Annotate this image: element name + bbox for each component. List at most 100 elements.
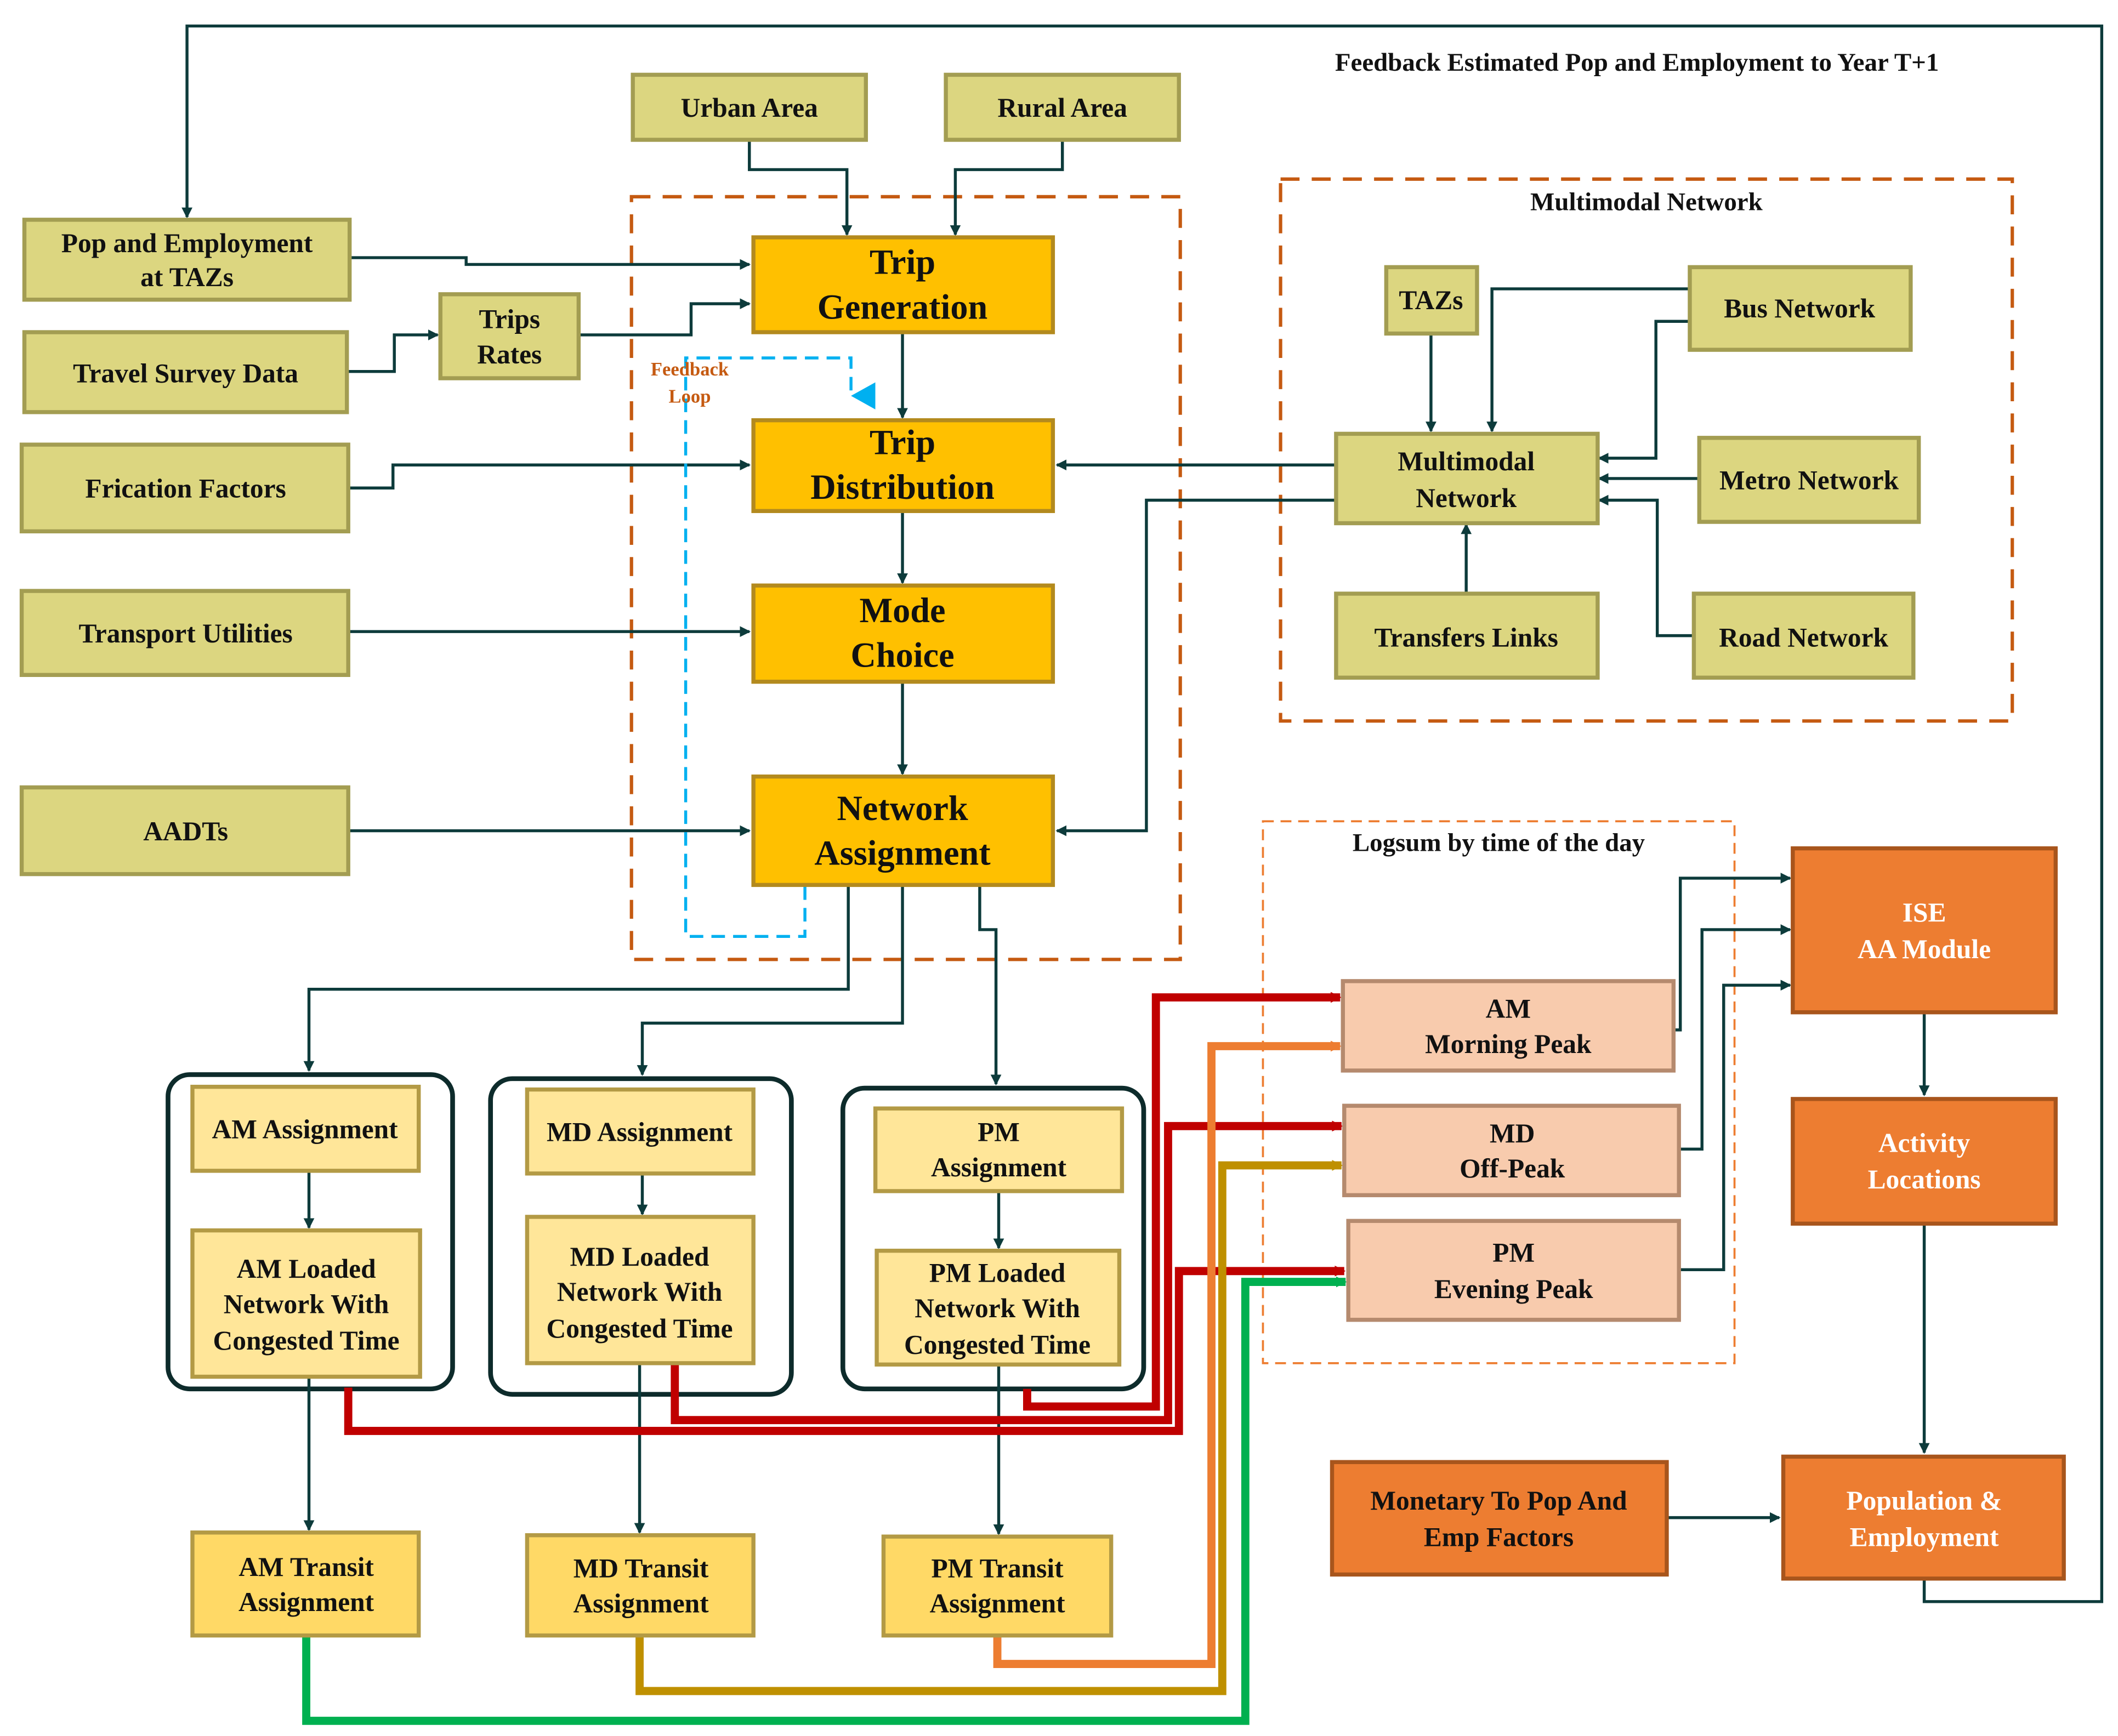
travel-survey-box: Travel Survey Data: [22, 330, 349, 414]
pm-peak-label-1: PM: [1492, 1237, 1535, 1267]
am-loaded-label-2: Network With: [224, 1289, 389, 1319]
frication-factors-label: Frication Factors: [85, 474, 286, 504]
pop-employment-label-2: at TAZs: [140, 262, 234, 292]
md-peak-label-2: Off-Peak: [1460, 1153, 1565, 1183]
transfers-links-box: Transfers Links: [1334, 591, 1600, 680]
md-transit-label-1: MD Transit: [573, 1553, 709, 1583]
pm-assignment-label-1: PM: [978, 1117, 1020, 1147]
monetary-factors-box: Monetary To Pop And Emp Factors: [1330, 1460, 1669, 1577]
road-network-label: Road Network: [1719, 622, 1888, 652]
pm-loaded-label-1: PM Loaded: [929, 1258, 1066, 1288]
pm-assignment-group: [840, 1085, 1146, 1392]
mode-choice-label-1: Mode: [860, 591, 946, 630]
ise-module-box: ISE AA Module: [1791, 846, 2058, 1015]
network-assignment-box: Network Assignment: [751, 774, 1055, 887]
mode-choice-box: Mode Choice: [751, 583, 1055, 684]
ise-module-label-1: ISE: [1903, 897, 1946, 927]
am-transit-box: AM Transit Assignment: [190, 1530, 421, 1638]
trips-rates-label-1: Trips: [479, 304, 540, 334]
pm-transit-label-1: PM Transit: [931, 1553, 1064, 1583]
tazs-box: TAZs: [1384, 265, 1479, 336]
ise-module-label-2: AA Module: [1858, 934, 1991, 964]
multimodal-network-box: Multimodal Network: [1334, 431, 1600, 526]
trips-rates-label-2: Rates: [477, 339, 542, 369]
transfers-links-label: Transfers Links: [1374, 622, 1558, 652]
pm-assignment-label-2: Assignment: [931, 1152, 1067, 1182]
multimodal-frame: [1279, 177, 2014, 723]
trip-distribution-box: Trip Distribution: [751, 418, 1055, 513]
activity-locations-label-2: Locations: [1868, 1164, 1981, 1194]
logsum-frame: [1262, 820, 1736, 1364]
am-assignment-box: AM Assignment: [190, 1084, 421, 1173]
feedback-loop-label-2: Loop: [669, 386, 711, 407]
monetary-factors-label-1: Monetary To Pop And: [1370, 1485, 1627, 1516]
md-transit-box: MD Transit Assignment: [525, 1533, 756, 1638]
diagram-title: Feedback Estimated Pop and Employment to…: [1335, 48, 1939, 77]
multimodal-network-label-2: Network: [1416, 483, 1517, 513]
md-peak-label-1: MD: [1490, 1118, 1535, 1148]
multimodal-network-label-1: Multimodal: [1398, 446, 1535, 476]
pm-peak-label-2: Evening Peak: [1434, 1274, 1593, 1304]
am-transit-label-1: AM Transit: [239, 1552, 374, 1582]
bus-network-label: Bus Network: [1724, 293, 1875, 323]
bus-network-box: Bus Network: [1688, 265, 1913, 352]
road-network-box: Road Network: [1691, 591, 1916, 680]
rural-area-box: Rural Area: [944, 72, 1181, 142]
md-transit-label-2: Assignment: [573, 1589, 709, 1619]
am-assignment-label: AM Assignment: [212, 1114, 399, 1145]
trip-distribution-label-1: Trip: [870, 423, 935, 462]
population-employment-label-1: Population &: [1846, 1485, 2002, 1516]
feedback-loop-line: [684, 356, 876, 938]
pop-employment-box: Pop and Employment at TAZs: [22, 218, 352, 302]
md-loaded-label-2: Network With: [557, 1277, 723, 1307]
md-assignment-label: MD Assignment: [547, 1117, 733, 1147]
pm-assignment-box: PM Assignment: [873, 1106, 1125, 1193]
aadts-box: AADTs: [19, 785, 350, 876]
rural-area-label: Rural Area: [997, 93, 1127, 123]
am-loaded-box: AM Loaded Network With Congested Time: [190, 1228, 422, 1379]
travel-survey-label: Travel Survey Data: [73, 358, 298, 388]
population-employment-box: Population & Employment: [1781, 1454, 2066, 1581]
md-loaded-label-1: MD Loaded: [570, 1242, 709, 1272]
pm-loaded-label-2: Network With: [915, 1293, 1080, 1323]
trip-generation-box: Trip Generation: [751, 235, 1055, 334]
transport-utilities-box: Transport Utilities: [19, 589, 350, 678]
network-assignment-label-2: Assignment: [814, 833, 991, 872]
activity-locations-box: Activity Locations: [1791, 1097, 2058, 1226]
trip-generation-label-2: Generation: [817, 287, 988, 326]
logsum-group-label: Logsum by time of the day: [1353, 829, 1645, 857]
trip-generation-label-1: Trip: [870, 243, 935, 282]
pm-transit-box: PM Transit Assignment: [881, 1534, 1114, 1638]
am-transit-label-2: Assignment: [239, 1587, 374, 1617]
md-peak-box: MD Off-Peak: [1342, 1103, 1681, 1198]
tazs-label: TAZs: [1399, 285, 1463, 315]
am-loaded-label-1: AM Loaded: [237, 1254, 376, 1284]
aadts-label: AADTs: [143, 816, 228, 846]
monetary-factors-label-2: Emp Factors: [1424, 1522, 1574, 1552]
am-loaded-label-3: Congested Time: [213, 1325, 400, 1356]
trips-rates-box: Trips Rates: [438, 292, 581, 380]
mode-choice-label-2: Choice: [850, 635, 954, 674]
metro-network-label: Metro Network: [1719, 465, 1899, 496]
pm-loaded-label-3: Congested Time: [904, 1330, 1091, 1360]
pop-employment-label-1: Pop and Employment: [61, 228, 313, 258]
urban-area-box: Urban Area: [631, 72, 868, 142]
trip-distribution-label-2: Distribution: [810, 468, 995, 506]
md-loaded-box: MD Loaded Network With Congested Time: [525, 1215, 756, 1365]
network-assignment-label-1: Network: [837, 789, 968, 828]
am-peak-box: AM Morning Peak: [1341, 979, 1676, 1073]
pm-transit-label-2: Assignment: [929, 1589, 1065, 1619]
population-employment-label-2: Employment: [1850, 1522, 1999, 1552]
multimodal-group-label: Multimodal Network: [1530, 188, 1763, 217]
activity-locations-label-1: Activity: [1878, 1128, 1971, 1158]
am-peak-label-1: AM: [1486, 994, 1531, 1024]
pm-peak-box: PM Evening Peak: [1346, 1219, 1681, 1322]
transport-utilities-label: Transport Utilities: [78, 618, 292, 648]
feedback-loop-label-1: Feedback: [651, 359, 729, 380]
am-peak-label-2: Morning Peak: [1425, 1029, 1592, 1059]
frication-factors-box: Frication Factors: [19, 442, 350, 534]
md-loaded-label-3: Congested Time: [547, 1313, 733, 1344]
urban-area-label: Urban Area: [681, 93, 818, 123]
metro-network-box: Metro Network: [1697, 436, 1921, 524]
